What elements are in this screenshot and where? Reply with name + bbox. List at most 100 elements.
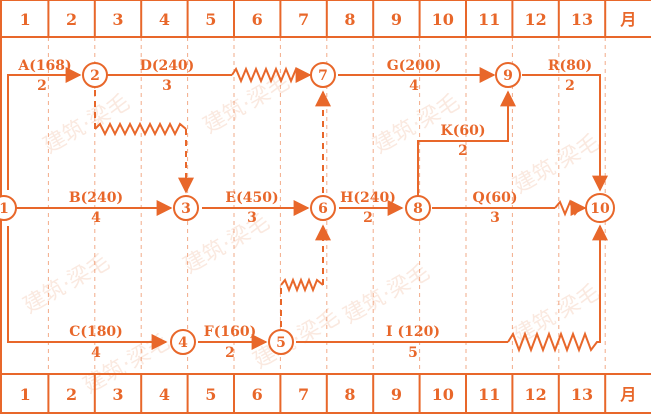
timescale-period-bottom: 10 <box>432 385 454 404</box>
activity-name: I (120) <box>386 324 440 340</box>
timescale-period-bottom: 5 <box>205 385 216 404</box>
node-circle <box>310 62 336 88</box>
watermark-text: 建筑·梁毛 <box>249 305 344 374</box>
node-circle <box>0 195 17 221</box>
timescale-period-bottom: 1 <box>20 385 31 404</box>
watermark-text: 建筑·梁毛 <box>19 250 114 319</box>
timescale-period-bottom: 13 <box>571 385 593 404</box>
watermark-layer: 建筑·梁毛建筑·梁毛建筑·梁毛建筑·梁毛建筑·梁毛建筑·梁毛建筑·梁毛建筑·梁毛… <box>19 70 604 399</box>
activity-name: B(240) <box>69 190 123 206</box>
wavy-line-d <box>231 66 312 84</box>
node-label: 6 <box>318 201 328 217</box>
activity-q: Q(60) 3 <box>473 190 518 226</box>
activity-line-c <box>7 226 168 350</box>
activity-h: H(240) 2 <box>340 190 396 226</box>
node-10: 10 <box>585 193 615 223</box>
node-label: 8 <box>413 201 423 217</box>
timescale-period-bottom: 7 <box>298 385 309 404</box>
activity-duration: 3 <box>162 78 172 94</box>
activity-name: R(80) <box>548 58 592 74</box>
timescale-period-top: 7 <box>298 10 309 29</box>
node-4: 4 <box>170 329 196 355</box>
watermark-text: 建筑·梁毛 <box>179 210 274 279</box>
node-circle <box>310 195 336 221</box>
timescale-period-top: 2 <box>66 10 77 29</box>
timescale-period-top: 1 <box>20 10 31 29</box>
node-label: 2 <box>90 68 100 84</box>
timescale-period-top: 9 <box>391 10 402 29</box>
node-2: 2 <box>82 62 108 88</box>
activity-duration: 2 <box>37 78 47 94</box>
activity-duration: 2 <box>225 345 235 361</box>
timescale-unit-top: 月 <box>619 10 636 29</box>
activity-e: E(450)3 <box>225 190 278 226</box>
activity-r: R(80) 2 <box>548 58 592 94</box>
activity-name: A(168) <box>17 58 71 74</box>
activity-name: H(240) <box>340 190 396 206</box>
watermark-text: 建筑·梁毛 <box>509 130 604 199</box>
node-circle <box>173 195 199 221</box>
timescale-period-top: 5 <box>205 10 216 29</box>
activity-name: D(240) <box>140 58 195 74</box>
node-3: 3 <box>173 195 199 221</box>
activity-name: F(160) <box>204 324 256 340</box>
activity-duration: 2 <box>458 143 468 159</box>
timescale-period-top: 13 <box>571 10 593 29</box>
activity-duration: 2 <box>363 210 373 226</box>
timescale-unit-bottom: 月 <box>619 385 636 404</box>
timescale-period-bottom: 11 <box>478 385 500 404</box>
node-label: 1 <box>0 201 9 217</box>
node-label: 3 <box>181 201 191 217</box>
node-label: 7 <box>318 68 328 84</box>
timescale-period-bottom: 4 <box>159 385 170 404</box>
activity-name: G(200) <box>387 58 441 74</box>
node-label: 4 <box>178 335 188 351</box>
timescale-period-top: 12 <box>524 10 546 29</box>
activity-line-a <box>7 67 82 190</box>
activity-line-k <box>417 90 516 196</box>
activity-duration: 3 <box>490 210 500 226</box>
activity-d: D(240) 3 <box>140 58 195 94</box>
timescale-period-top: 6 <box>252 10 263 29</box>
activity-duration: 4 <box>91 345 101 361</box>
node-5: 5 <box>268 329 294 355</box>
wavy-dummy-5-6 <box>280 277 324 293</box>
timescale-period-bottom: 2 <box>66 385 77 404</box>
activity-name: C(180) <box>69 324 123 340</box>
timescale-period-top: 11 <box>478 10 500 29</box>
node-label: 9 <box>503 68 513 84</box>
wavy-dummy-2-3 <box>94 121 187 137</box>
timescale-period-bottom: 3 <box>112 385 123 404</box>
node-8: 8 <box>405 195 431 221</box>
activity-line-r <box>522 74 608 192</box>
node-1: 1 <box>0 195 17 221</box>
activity-labels: A(168)2D(240)3G(200)4R(80)2K(60)2B(240)4… <box>17 58 592 361</box>
timescale-period-bottom: 12 <box>524 385 546 404</box>
activity-i: I (120) 5 <box>386 324 440 361</box>
node-circle <box>585 193 615 223</box>
activity-duration: 4 <box>91 210 101 226</box>
timescale-period-bottom: 6 <box>252 385 263 404</box>
node-circle <box>268 329 294 355</box>
wavy-line-i <box>507 224 608 353</box>
timescale-period-top: 8 <box>344 10 355 29</box>
node-7: 7 <box>310 62 336 88</box>
dummy-activities <box>94 90 331 327</box>
timescale-period-bottom: 8 <box>344 385 355 404</box>
node-9: 9 <box>495 62 521 88</box>
activity-b: B(240) 4 <box>69 190 123 226</box>
activity-duration: 5 <box>408 345 418 361</box>
activity-duration: 2 <box>565 78 575 94</box>
node-6: 6 <box>310 195 336 221</box>
nodes: 1 2 3 4 5 6 7 8 9 10 <box>0 62 615 355</box>
wavy-line-q <box>554 199 587 217</box>
node-label: 10 <box>590 201 610 217</box>
node-circle <box>495 62 521 88</box>
activity-name: E(450) <box>225 190 278 206</box>
node-label: 5 <box>276 335 286 351</box>
activity-name: Q(60) <box>473 190 518 206</box>
activity-k: K(60)2 <box>441 123 486 159</box>
activity-duration: 4 <box>409 78 419 94</box>
